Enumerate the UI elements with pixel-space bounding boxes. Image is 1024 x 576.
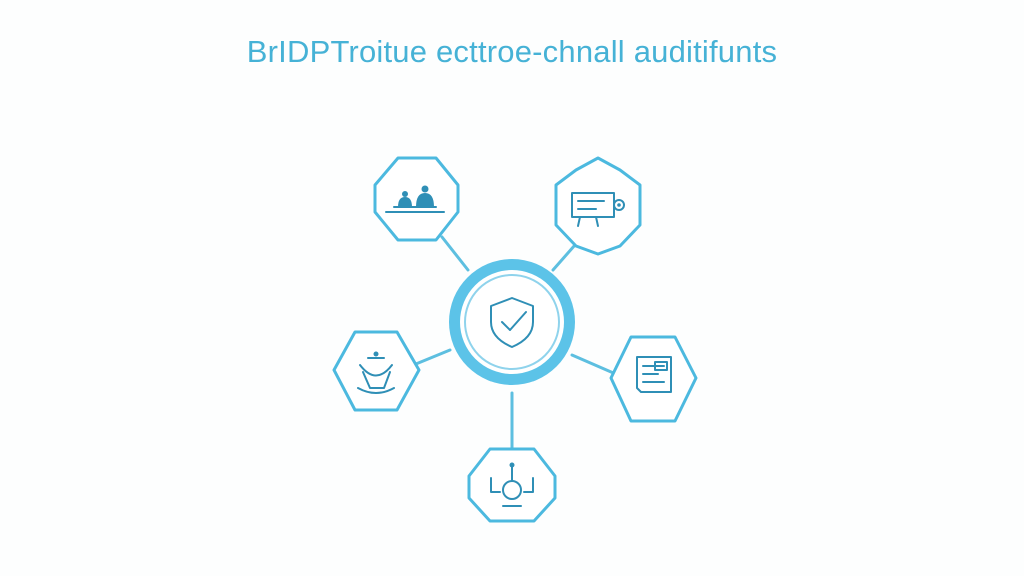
node-middle-right: [609, 335, 698, 423]
hands-scale-icon: [357, 351, 395, 394]
edge-hub-middle-left: [409, 348, 452, 368]
shield-check-icon: [490, 297, 534, 348]
node-bottom: [467, 447, 557, 523]
hub-node: [449, 259, 575, 385]
diagram-title: BrIDPTroitue ecttroe-chnall auditifunts: [246, 34, 778, 69]
robot-network-icon: [490, 462, 534, 507]
node-middle-left: [332, 330, 421, 412]
hub-inner-ring: [460, 270, 564, 374]
blueprint-gear-icon: [571, 192, 625, 227]
people-on-platform-icon: [385, 185, 445, 213]
edge-hub-middle-right: [570, 353, 620, 377]
node-top-left: [373, 156, 460, 242]
node-top-right: [554, 156, 642, 256]
document-map-icon: [636, 356, 672, 393]
hub-inner-border: [464, 274, 560, 370]
edge-hub-top-left: [440, 235, 470, 272]
